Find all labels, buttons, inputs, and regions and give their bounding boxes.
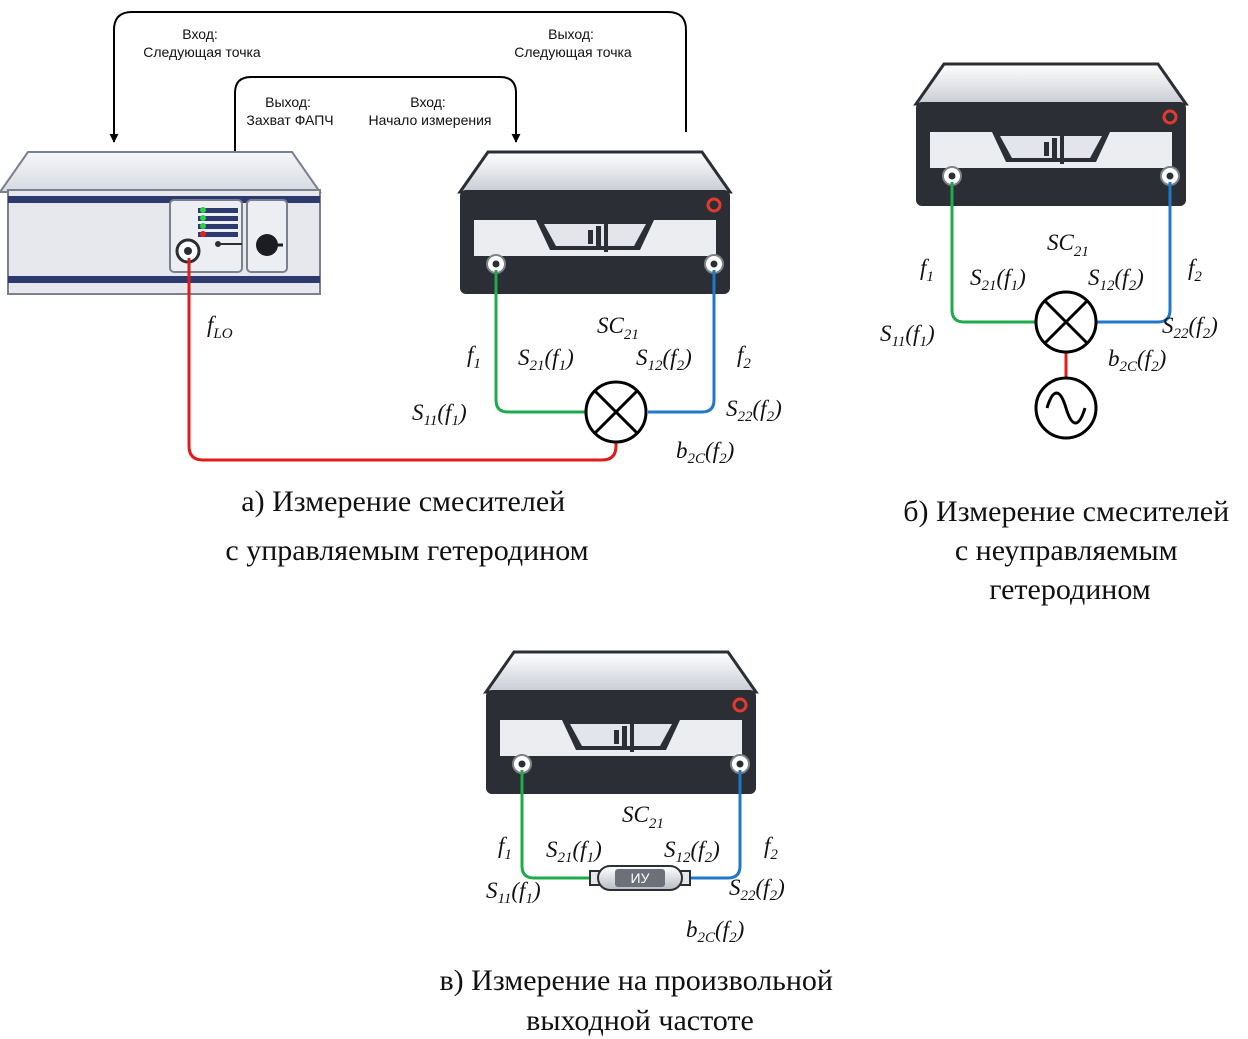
label-s12: S12(f2) bbox=[636, 345, 692, 374]
vector-network-analyzer-icon bbox=[914, 62, 1188, 208]
label-f1: f1 bbox=[920, 255, 934, 285]
caption-b: б) Измерение смесителей с неуправляемым … bbox=[903, 495, 1236, 606]
label-s11: S11(f1) bbox=[880, 321, 935, 350]
label-s11: S11(f1) bbox=[486, 878, 541, 907]
label-s21: S21(f1) bbox=[546, 837, 602, 866]
trigger-line-next-point bbox=[109, 11, 687, 143]
diagram-a: Вход: Следующая точка Выход: Следующая т… bbox=[0, 11, 782, 567]
label-sc21: SC21 bbox=[597, 313, 639, 343]
cable-port1 bbox=[520, 770, 594, 880]
label-f2: f2 bbox=[737, 342, 751, 372]
diagram-c: ИУ SC21 f1 f2 S21(f1) S12(f2) S11(f1) S2… bbox=[440, 650, 841, 1037]
cable-port2 bbox=[684, 770, 742, 880]
label-s22: S22(f2) bbox=[1162, 313, 1218, 342]
label-b2c: b2C(f2) bbox=[676, 438, 734, 467]
label-out-next-point: Выход: Следующая точка bbox=[514, 26, 632, 60]
mixer-icon bbox=[584, 380, 648, 444]
label-b2c: b2C(f2) bbox=[686, 917, 744, 946]
label-s11: S11(f1) bbox=[412, 400, 467, 429]
label-f-lo: fLO bbox=[207, 312, 233, 342]
vector-network-analyzer-icon bbox=[484, 650, 758, 796]
label-sc21: SC21 bbox=[622, 802, 664, 832]
label-s12: S12(f2) bbox=[664, 837, 720, 866]
label-in-next-point: Вход: Следующая точка bbox=[143, 26, 261, 60]
label-s22: S22(f2) bbox=[726, 396, 782, 425]
label-s21: S21(f1) bbox=[518, 345, 574, 374]
cable-lo bbox=[187, 258, 618, 462]
cable-port1 bbox=[950, 182, 1035, 324]
label-b2c: b2C(f2) bbox=[1108, 346, 1166, 375]
cable-port2 bbox=[1097, 182, 1172, 324]
dut-label: ИУ bbox=[631, 870, 650, 886]
caption-a: а) Измерение смесителей с управляемым ге… bbox=[225, 485, 588, 567]
dut-adapter-icon: ИУ bbox=[589, 865, 691, 891]
label-f2: f2 bbox=[764, 833, 778, 863]
label-s12: S12(f2) bbox=[1088, 265, 1144, 294]
label-s22: S22(f2) bbox=[729, 875, 785, 904]
mixer-icon bbox=[1034, 290, 1098, 354]
cable-port2 bbox=[648, 270, 716, 414]
vector-network-analyzer-icon bbox=[458, 150, 732, 296]
caption-c: в) Измерение на произвольной выходной ча… bbox=[440, 964, 841, 1037]
label-s21: S21(f1) bbox=[970, 265, 1026, 294]
label-f1: f1 bbox=[498, 833, 512, 863]
cable-port1 bbox=[494, 270, 585, 414]
sine-source-icon bbox=[1034, 376, 1098, 440]
label-out-pll-lock: Выход: Захват ФАПЧ bbox=[246, 94, 333, 128]
label-f2: f2 bbox=[1188, 255, 1202, 285]
lo-generator-icon bbox=[0, 151, 322, 295]
diagram-b: SC21 f1 f2 S21(f1) S12(f2) S11(f1) S22(f… bbox=[880, 62, 1236, 606]
label-f1: f1 bbox=[467, 342, 481, 372]
label-sc21: SC21 bbox=[1047, 230, 1089, 260]
trigger-line-measure-start bbox=[234, 76, 521, 152]
label-in-measure-start: Вход: Начало измерения bbox=[368, 94, 491, 128]
